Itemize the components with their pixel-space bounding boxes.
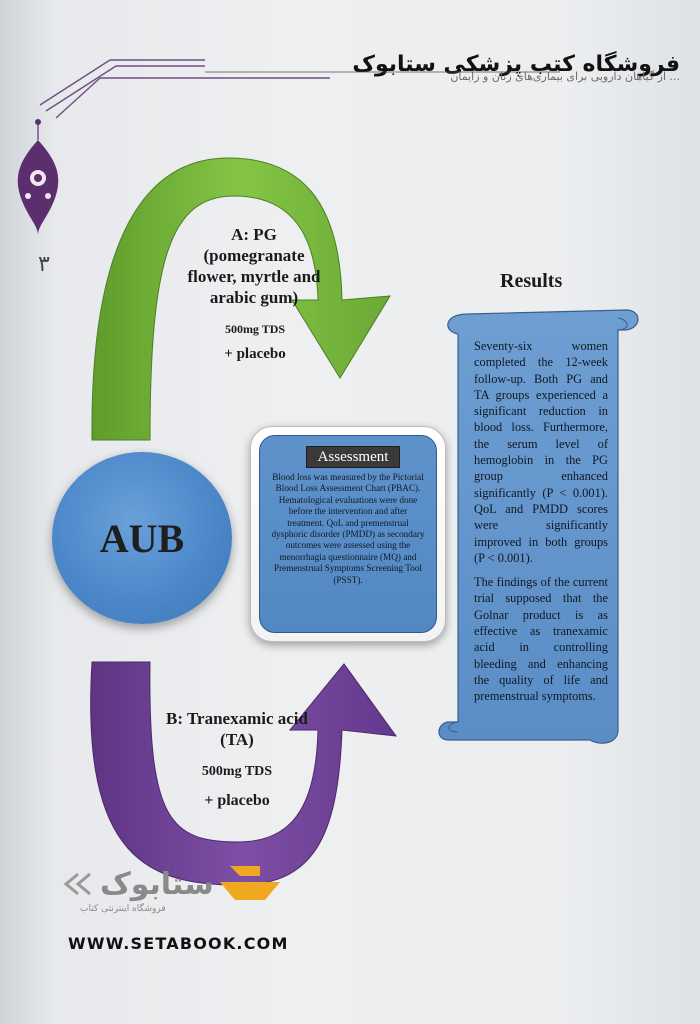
- arm-a-placebo: + placebo: [224, 346, 286, 362]
- arm-a-label: A: PG (pomegranate flower, myrtle and ar…: [187, 225, 321, 307]
- assessment-panel: Assessment Blood loss was measured by th…: [259, 435, 437, 633]
- aub-label: AUB: [99, 515, 185, 561]
- assessment-text: Blood loss was measured by the Pictorial…: [271, 472, 425, 585]
- store-title: فروشگاه کتب پزشکی ستابوک: [352, 52, 680, 77]
- arm-b-placebo: + placebo: [204, 792, 270, 809]
- aub-circle: AUB: [52, 452, 232, 624]
- results-title: Results: [500, 270, 563, 292]
- arm-a-dose: 500mg TDS: [224, 322, 286, 336]
- setabook-logo-icon: ستابوک: [63, 866, 280, 902]
- assessment-title: Assessment: [306, 446, 400, 468]
- results-paragraph-1: Seventy-six women completed the 12-week …: [474, 339, 608, 565]
- arm-b-dose: 500mg TDS: [201, 764, 273, 779]
- assessment-box: Assessment Blood loss was measured by th…: [250, 426, 446, 642]
- results-scroll: [438, 309, 639, 744]
- ornament-decoration: [17, 59, 560, 235]
- book-subtitle: ... از گیاهان دارویی برای بیماری‌های زنا…: [450, 70, 680, 83]
- arabesque-icon: [17, 119, 59, 235]
- logo-lettering: ستابوک: [100, 867, 214, 902]
- results-paragraph-2: The findings of the current trial suppos…: [474, 575, 608, 704]
- page-number: ۳: [38, 252, 50, 277]
- store-url[interactable]: WWW.SETABOOK.COM: [68, 934, 289, 953]
- arm-b-label: B: Tranexamic acid (TA): [166, 709, 308, 749]
- store-tagline: فروشگاه اینترنتی کتاب: [80, 904, 166, 914]
- results-text: Seventy-six women completed the 12-week …: [474, 338, 608, 713]
